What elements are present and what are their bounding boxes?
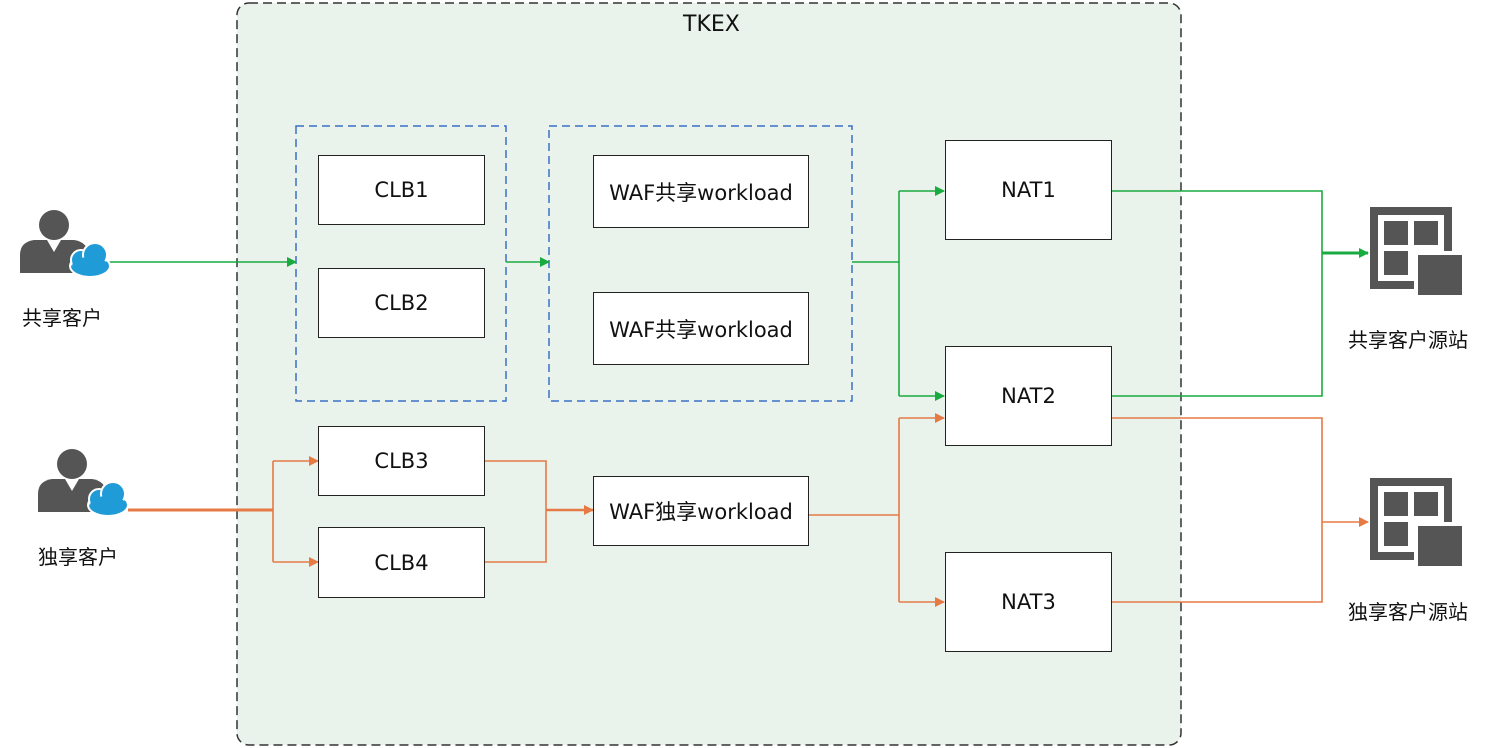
clb3-node: CLB3 (318, 426, 485, 496)
shared-customer-icon (20, 210, 111, 278)
dedicated-origin-icon (1370, 478, 1464, 568)
shared-origin-label: 共享客户源站 (1348, 328, 1468, 352)
edge-nat1-to-shared-origin (1112, 190, 1323, 253)
shared-customer-label: 共享客户 (22, 306, 102, 330)
nat2-node: NAT2 (945, 346, 1112, 446)
edge-clb3-out (485, 460, 547, 510)
waf-shared-workload-2: WAF共享workload (593, 292, 809, 365)
nat1-node: NAT1 (945, 140, 1112, 240)
waf-shared-workload-1: WAF共享workload (593, 155, 809, 228)
edge-nat2-to-shared-origin (1112, 253, 1323, 397)
nat3-node: NAT3 (945, 552, 1112, 652)
clb1-node: CLB1 (318, 155, 485, 225)
cloud-icon (87, 481, 129, 517)
clb2-node: CLB2 (318, 268, 485, 338)
clb4-node: CLB4 (318, 527, 485, 598)
edge-nat3-to-dedicated-origin (1112, 522, 1323, 603)
dedicated-origin-label: 独享客户源站 (1348, 600, 1468, 624)
shared-origin-icon (1370, 207, 1464, 297)
dedicated-flow-edges (128, 413, 1369, 607)
dedicated-customer-label: 独享客户 (38, 545, 118, 569)
edge-clb4-out (485, 510, 547, 563)
waf-dedicated-workload: WAF独享workload (593, 476, 809, 546)
cloud-icon (69, 242, 111, 278)
shared-flow-edges (108, 186, 1369, 401)
tkex-label: TKEX (683, 12, 740, 37)
dedicated-customer-icon (38, 449, 129, 517)
edge-nat2-to-dedicated-origin (1112, 417, 1323, 522)
